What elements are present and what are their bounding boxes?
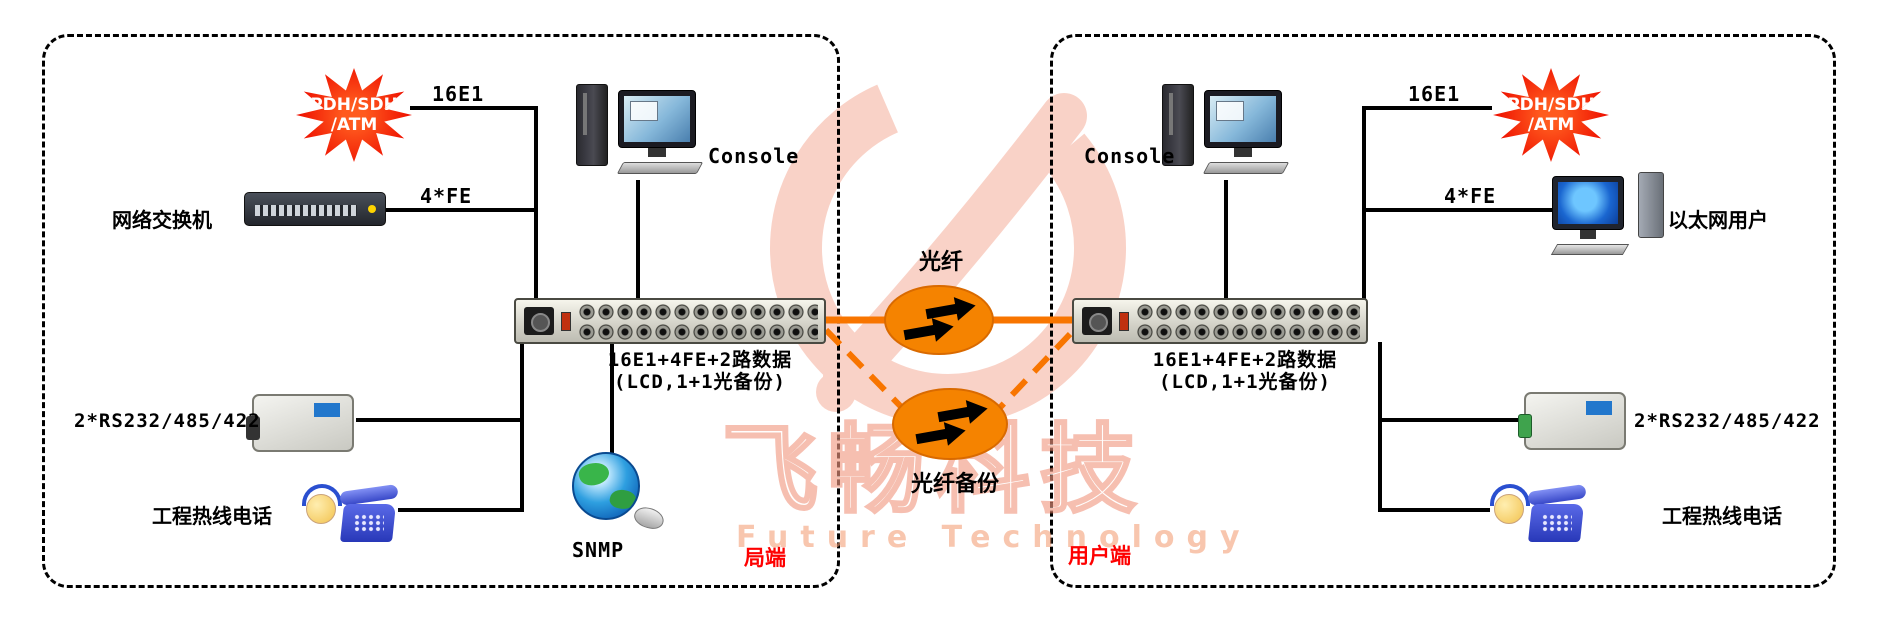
operator-face [306, 494, 336, 524]
fiber-backup-label: 光纤备份 [910, 472, 999, 497]
fiber-backup-arrows-icon [915, 400, 988, 446]
serial-label-left: 2*RS232/485/422 [74, 410, 261, 432]
snmp-label: SNMP [572, 538, 625, 562]
snmp-globe-image [564, 452, 668, 540]
link-label-4fe-right: 4*FE [1444, 184, 1497, 208]
pc-tower [576, 84, 608, 166]
device-caption-line1: 16E1+4FE+2路数据 [1152, 349, 1338, 371]
ethernet-switch-image [244, 192, 386, 226]
region-label-local: 局端 [744, 546, 786, 570]
pc-keyboard [1202, 162, 1290, 174]
globe-sphere [572, 452, 640, 520]
mouse-icon [631, 503, 667, 533]
pc-tower [1638, 172, 1664, 238]
device-caption-line2: (LCD,1+1光备份) [614, 370, 786, 393]
link-label-16e1-left: 16E1 [432, 82, 485, 106]
pc-screen [1210, 96, 1276, 142]
switch-led [368, 205, 376, 213]
pc-screen-globe [1558, 182, 1618, 224]
rack-power-inlet [1082, 307, 1112, 335]
console-computer-left [576, 84, 704, 184]
phone-handset [339, 484, 399, 506]
ethernet-user-computer [1550, 172, 1664, 268]
phone-handset [1527, 484, 1587, 506]
fiber-label: 光纤 [918, 250, 963, 275]
local-side-cables [356, 106, 640, 512]
starburst-label-line2: /ATM [1527, 115, 1575, 135]
serial-label-right: 2*RS232/485/422 [1634, 410, 1821, 432]
fiber-backup-node-ellipse [892, 388, 1008, 460]
serial-converter-right [1518, 392, 1626, 450]
phone-keypad [354, 514, 384, 532]
rack-power-inlet [524, 307, 554, 335]
pc-tower [1162, 84, 1194, 166]
user-side-panel [1050, 34, 1836, 588]
starburst-label-line1: PDH/SDH [1507, 94, 1595, 115]
serial-converter-left [246, 394, 354, 452]
region-label-user: 用户端 [1068, 544, 1131, 568]
console-label-right: Console [1084, 144, 1176, 168]
multiplexer-device-left [514, 298, 826, 344]
local-side-panel [42, 34, 840, 588]
starburst-label-line1: PDH/SDH [310, 94, 398, 115]
pc-stand [1234, 148, 1252, 157]
pc-stand [648, 148, 666, 157]
operator-face [1494, 494, 1524, 524]
rack-bnc-connectors [578, 302, 818, 340]
pc-monitor [1552, 176, 1624, 230]
hotline-phone-right [1488, 476, 1587, 554]
phone-label-right: 工程热线电话 [1662, 504, 1782, 528]
device-caption-line1: 16E1+4FE+2路数据 [607, 349, 793, 371]
switch-label-left: 网络交换机 [112, 208, 212, 232]
rack-switch [1119, 312, 1129, 331]
pc-monitor [1204, 90, 1282, 148]
user-side-cables [1224, 106, 1554, 512]
switch-ports [255, 205, 357, 216]
globe-land [608, 487, 638, 512]
rack-bnc-connectors [1136, 302, 1360, 340]
serial-terminal-connector [1518, 414, 1532, 438]
hotline-phone-left [300, 476, 399, 554]
serial-tag [314, 403, 340, 417]
device-caption-left: 16E1+4FE+2路数据 (LCD,1+1光备份) [560, 349, 840, 394]
pc-keyboard [1550, 244, 1630, 255]
phone-keypad [1542, 514, 1572, 532]
device-caption-line2: (LCD,1+1光备份) [1159, 370, 1331, 393]
pc-stand [1580, 230, 1596, 239]
fiber-arrows-icon [903, 297, 976, 342]
globe-land [576, 459, 612, 489]
pc-monitor [618, 90, 696, 148]
console-computer-right [1162, 84, 1290, 184]
multiplexer-device-right [1072, 298, 1368, 344]
phone-label-left: 工程热线电话 [152, 504, 272, 528]
pc-keyboard [616, 162, 704, 174]
serial-db9-connector [246, 416, 260, 440]
fiber-node-ellipse [884, 285, 994, 355]
device-caption-right: 16E1+4FE+2路数据 (LCD,1+1光备份) [1105, 349, 1385, 394]
ethernet-user-label: 以太网用户 [1668, 208, 1768, 232]
starburst-label-line2: /ATM [330, 115, 378, 135]
rack-switch [561, 312, 571, 331]
console-label-left: Console [708, 144, 800, 168]
pc-screen [624, 96, 690, 142]
fiber-backup-line [823, 327, 1075, 421]
link-label-16e1-right: 16E1 [1408, 82, 1461, 106]
serial-tag [1586, 401, 1612, 415]
link-label-4fe-left: 4*FE [420, 184, 473, 208]
watermark-brand-en: Future Technology [736, 520, 1252, 555]
